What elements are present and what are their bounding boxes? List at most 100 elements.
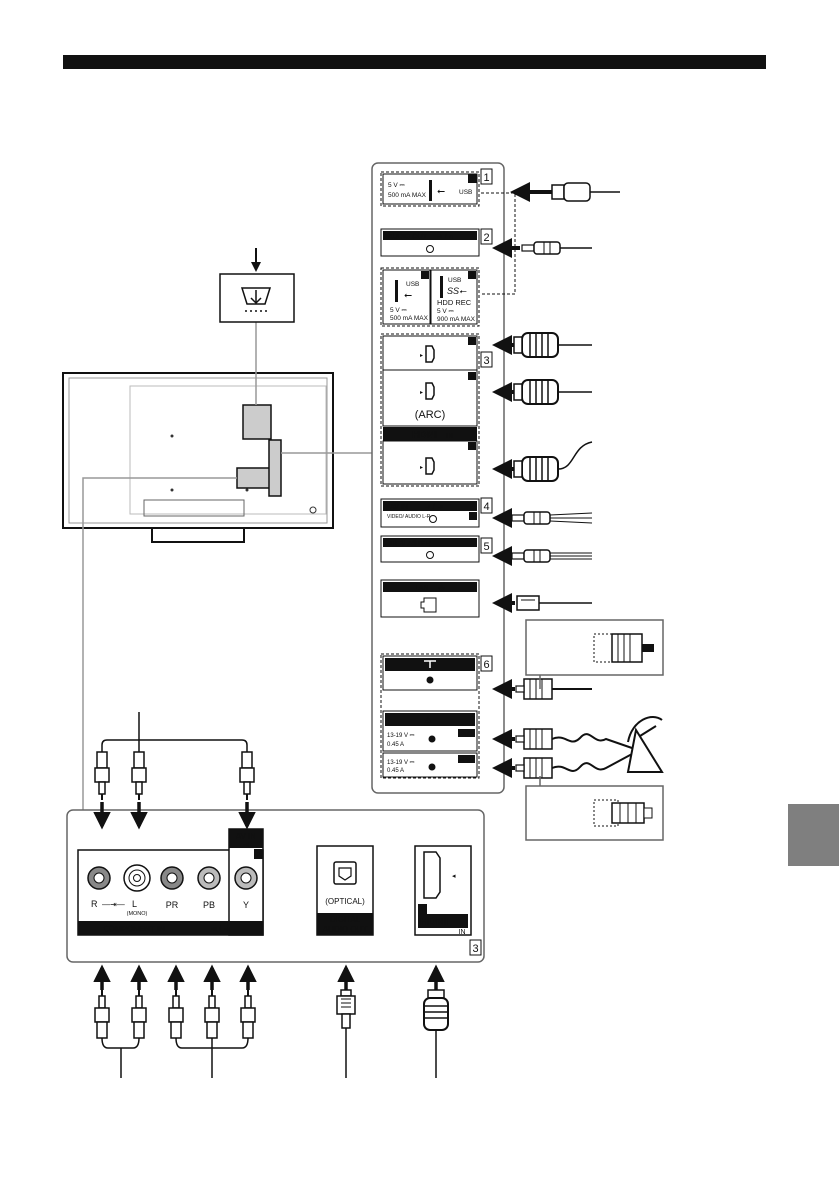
av-in-icon: ⇥ / ⇥: [425, 504, 443, 511]
hdmi-1-port: ◂ 1 HDMI IN: [414, 845, 472, 936]
svg-text:0.45 A: 0.45 A: [387, 768, 404, 774]
comp-mono-label: (MONO): [127, 911, 148, 917]
usb1-port: 1 5 V ⎓ 500 mA MAX ⭠ USB 1: [380, 168, 493, 207]
usb2-usb3-ports: 2 3 USB ⭠ 5 V ⎓ 500 mA MAX USB SS⭠ HDD R…: [380, 267, 480, 327]
callout-4: 4: [483, 501, 489, 513]
tv-rear-view: [62, 322, 372, 810]
optical-port: (OPTICAL) DIGITAL AUDIO OUT: [316, 845, 374, 936]
svg-text:2: 2: [423, 273, 427, 280]
svg-text:900 mA MAX: 900 mA MAX: [437, 316, 476, 323]
svg-text:1: 1: [420, 905, 424, 914]
hdmi-in-label: IN: [446, 433, 453, 440]
component-in-title: COMPONENT IN: [103, 925, 165, 934]
ac-power-icon: [219, 248, 295, 323]
svg-text:HDD REC: HDD REC: [437, 298, 472, 307]
hdmi3-marker: ▸: [420, 390, 423, 396]
comp-r-label: R: [91, 899, 98, 909]
comp-pr-label: PR: [166, 900, 179, 910]
hdmi-cable-2: [492, 332, 592, 358]
callout-1: 1: [483, 172, 489, 184]
svg-text:4: 4: [470, 444, 474, 451]
svg-text:2: 2: [256, 850, 260, 859]
svg-text:USB: USB: [448, 277, 461, 284]
lower-terminal-area: [236, 467, 271, 489]
svg-text:1: 1: [471, 514, 475, 521]
upper-terminal-area: [242, 404, 272, 440]
av-cable: [492, 508, 593, 528]
satellite-cable-main: [492, 753, 633, 779]
usb-icon: ⭠: [437, 186, 445, 197]
callout-6: 6: [483, 659, 489, 671]
component-av-in-2: AV IN ⇥ 2 R —⇥— L (MONO) PR PB Y COMPONE…: [77, 828, 264, 936]
headphone-cable: [492, 238, 592, 258]
hdmi-cable-4: [492, 441, 593, 482]
comp-l-label: L: [132, 899, 137, 909]
svg-text:DIGITAL: DIGITAL: [330, 915, 361, 924]
svg-text:3: 3: [470, 374, 474, 381]
satellite-cable-sub: [492, 728, 633, 750]
usb1-voltage: 5 V ⎓: [388, 182, 405, 189]
hdmi-1-cable: [423, 964, 449, 1078]
hdmi-ports-2-4: 2 ▸ 3 ▸ (ARC) HDMI IN 4 ▸ 3: [380, 333, 493, 487]
callout-2: 2: [483, 232, 489, 244]
svg-text:3: 3: [470, 273, 474, 280]
f-connector-detail-bottom: [525, 776, 664, 841]
svg-text:13-19 V ⎓: 13-19 V ⎓: [387, 733, 415, 739]
audio-out-port: AUDIO OUT ⇥ / ∩ 2: [380, 228, 493, 257]
svg-text:IR BLASTER: IR BLASTER: [390, 541, 431, 548]
av-in-1-port: AV IN ⇥ / ⇥ 1 VIDEO/ AUDIO L-R 4: [380, 497, 493, 528]
svg-text:AV IN: AV IN: [236, 832, 257, 841]
svg-text:LAN: LAN: [415, 585, 429, 592]
usb1-number: 1: [471, 177, 475, 184]
side-terminal-area: [268, 439, 282, 497]
headphone-icon: ⇥ / ∩: [437, 234, 454, 241]
usb-group-link: [481, 192, 516, 295]
ir-blaster-cable: [492, 546, 592, 566]
svg-text:USB: USB: [406, 281, 419, 288]
lan-port: LAN ⁂: [380, 579, 480, 618]
callout-5: 5: [483, 541, 489, 553]
hdmi-arc-label: (ARC): [415, 409, 446, 421]
av-in-2-cable: [93, 712, 256, 830]
component-cables: [93, 964, 257, 1078]
hdmi1-logo: HDMI: [420, 916, 448, 928]
comp-y-label: Y: [243, 900, 249, 910]
svg-text:5 V ⎓: 5 V ⎓: [390, 307, 407, 314]
svg-text:5 V ⎓: 5 V ⎓: [437, 308, 454, 315]
callout-3: 3: [483, 355, 489, 367]
f-connector-detail-top: [525, 619, 664, 689]
hdmi2-marker: ▸: [420, 353, 423, 359]
usb1-current: 500 mA MAX: [388, 192, 427, 199]
optical-cable: [336, 964, 356, 1078]
sat-main-tag: MAIN: [460, 758, 474, 764]
lan-cable: [492, 593, 592, 613]
section-side-tab: [788, 804, 839, 866]
satellite-dish-icon: [626, 715, 664, 773]
av-in-2-icon: ⇥: [243, 840, 250, 849]
usb1-label: USB: [459, 189, 472, 196]
antenna-cable: [492, 678, 592, 700]
svg-text:500 mA MAX: 500 mA MAX: [390, 315, 429, 322]
hdmi-logo: HDMI: [412, 430, 438, 441]
optical-label: (OPTICAL): [325, 897, 365, 906]
comp-pb-label: PB: [203, 900, 215, 910]
usb3-ss-icon: SS⭠: [447, 286, 467, 296]
svg-text:13-19 V ⎓: 13-19 V ⎓: [387, 760, 415, 766]
network-icon: ⁂: [438, 584, 445, 592]
audio-out-label: AUDIO OUT: [388, 234, 428, 241]
header-bar: [63, 55, 766, 69]
hdmi4-marker: ▸: [420, 465, 423, 471]
usb-cable: [510, 182, 620, 202]
svg-text:2: 2: [470, 339, 474, 346]
component-in-icon: ⇥ / ⇥: [210, 925, 230, 934]
antenna-satellite-ports: ⚠ 13-19 V ⎓ 0.45 A SUB MAIN 13-19 V ⎓ 0.…: [380, 653, 493, 779]
callout-3-bottom: 3: [472, 943, 478, 955]
svg-text:VIDEO/ AUDIO L-R: VIDEO/ AUDIO L-R: [387, 514, 431, 520]
hdmi1-marker: ◂: [452, 873, 456, 880]
svg-text:AV IN: AV IN: [390, 504, 408, 511]
satellite-dish-icon: ⚠: [424, 715, 432, 725]
usb2-icon: ⭠: [404, 290, 412, 301]
hdmi1-in-label: IN: [459, 929, 466, 936]
antenna-icon: [424, 660, 436, 668]
